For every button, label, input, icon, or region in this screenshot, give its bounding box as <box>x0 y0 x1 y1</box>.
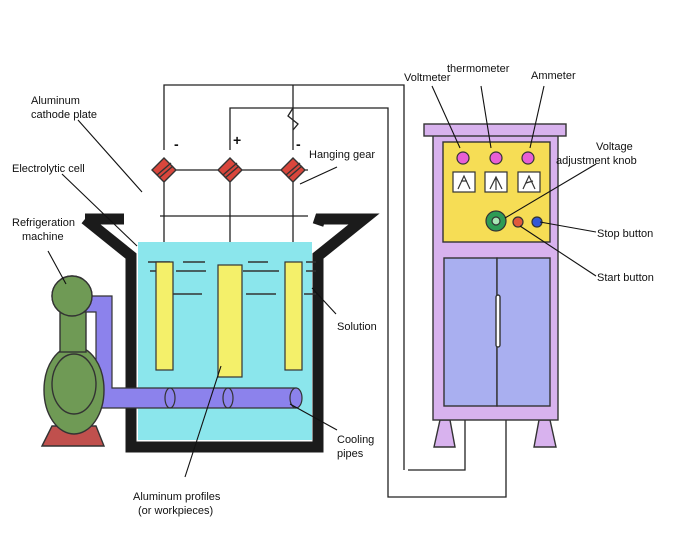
label-aluminum-profiles-2: (or workpieces) <box>138 505 213 517</box>
label-solution: Solution <box>337 321 377 333</box>
label-thermometer: thermometer <box>447 63 510 75</box>
cabinet-door-right[interactable] <box>496 257 551 407</box>
label-cooling-pipes-2: pipes <box>337 448 364 460</box>
refrigeration-machine <box>40 275 106 447</box>
solution-surface-lines <box>148 261 316 295</box>
connector-right <box>280 157 306 183</box>
connector-middle <box>217 157 243 183</box>
label-electrolytic-cell: Electrolytic cell <box>12 163 85 175</box>
label-aluminum-cathode-plate-1: Aluminum <box>31 95 80 107</box>
aluminum-cathode-plate-left <box>155 261 174 371</box>
label-voltmeter: Voltmeter <box>404 72 451 84</box>
aluminum-profile <box>217 264 243 378</box>
label-cooling-pipes-1: Cooling <box>337 434 374 446</box>
cabinet-door-left[interactable] <box>443 257 498 407</box>
aluminum-cathode-plate-right <box>284 261 303 371</box>
controls <box>485 210 543 232</box>
thermometer <box>484 151 508 193</box>
sign-left: - <box>174 136 179 152</box>
start-button[interactable] <box>512 216 524 228</box>
electrodes <box>155 261 303 378</box>
circuit-wires <box>163 84 507 498</box>
label-refrigeration-machine-1: Refrigeration <box>12 217 75 229</box>
hanging-gear-connectors <box>151 157 306 183</box>
label-voltage-knob-1: Voltage <box>596 141 633 153</box>
voltmeter <box>452 151 476 193</box>
label-refrigeration-machine-2: machine <box>22 231 64 243</box>
sign-right: - <box>296 136 301 152</box>
leader-lines <box>47 85 597 478</box>
label-aluminum-profiles-1: Aluminum profiles <box>133 491 221 503</box>
labels: Aluminum cathode plate Electrolytic cell… <box>12 63 654 517</box>
label-start-button: Start button <box>597 272 654 284</box>
label-ammeter: Ammeter <box>531 70 576 82</box>
label-stop-button: Stop button <box>597 228 653 240</box>
ammeter <box>517 151 541 193</box>
label-aluminum-cathode-plate-2: cathode plate <box>31 109 97 121</box>
connector-left <box>151 157 177 183</box>
label-voltage-knob-2: adjustment knob <box>556 155 637 167</box>
sign-middle: + <box>233 132 241 148</box>
polarity-signs: - + - <box>174 132 301 152</box>
label-hanging-gear: Hanging gear <box>309 149 375 161</box>
meters <box>452 151 541 193</box>
